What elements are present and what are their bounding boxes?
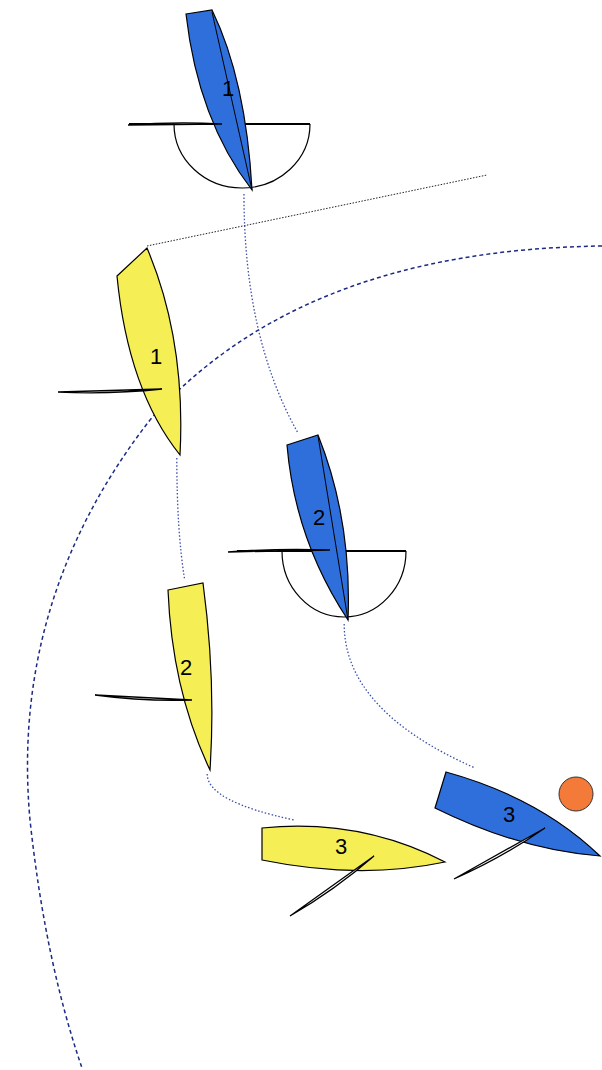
blue-boat: 2 [283,432,355,624]
overlap-line [147,175,487,246]
boat-hull [258,820,448,882]
yellow-boat: 3 [258,820,448,882]
position-number: 1 [150,346,162,368]
track-line [177,458,185,580]
position-number: 2 [313,507,325,529]
yellow-boat: 1 [112,244,184,458]
mark-buoy [559,777,593,811]
blue-boat: 3 [432,768,600,858]
boat-hull [432,768,600,858]
boat-hull [112,244,184,458]
track-line [207,774,294,820]
zone-circle [28,246,602,1068]
track-line [344,624,475,768]
position-number: 3 [503,804,515,826]
position-number: 1 [222,78,234,100]
position-number: 2 [180,657,192,679]
boat-hull [180,8,262,194]
yellow-boat: 2 [164,580,218,774]
track-line [244,194,297,432]
blue-boat: 1 [180,8,262,194]
position-number: 3 [335,836,347,858]
